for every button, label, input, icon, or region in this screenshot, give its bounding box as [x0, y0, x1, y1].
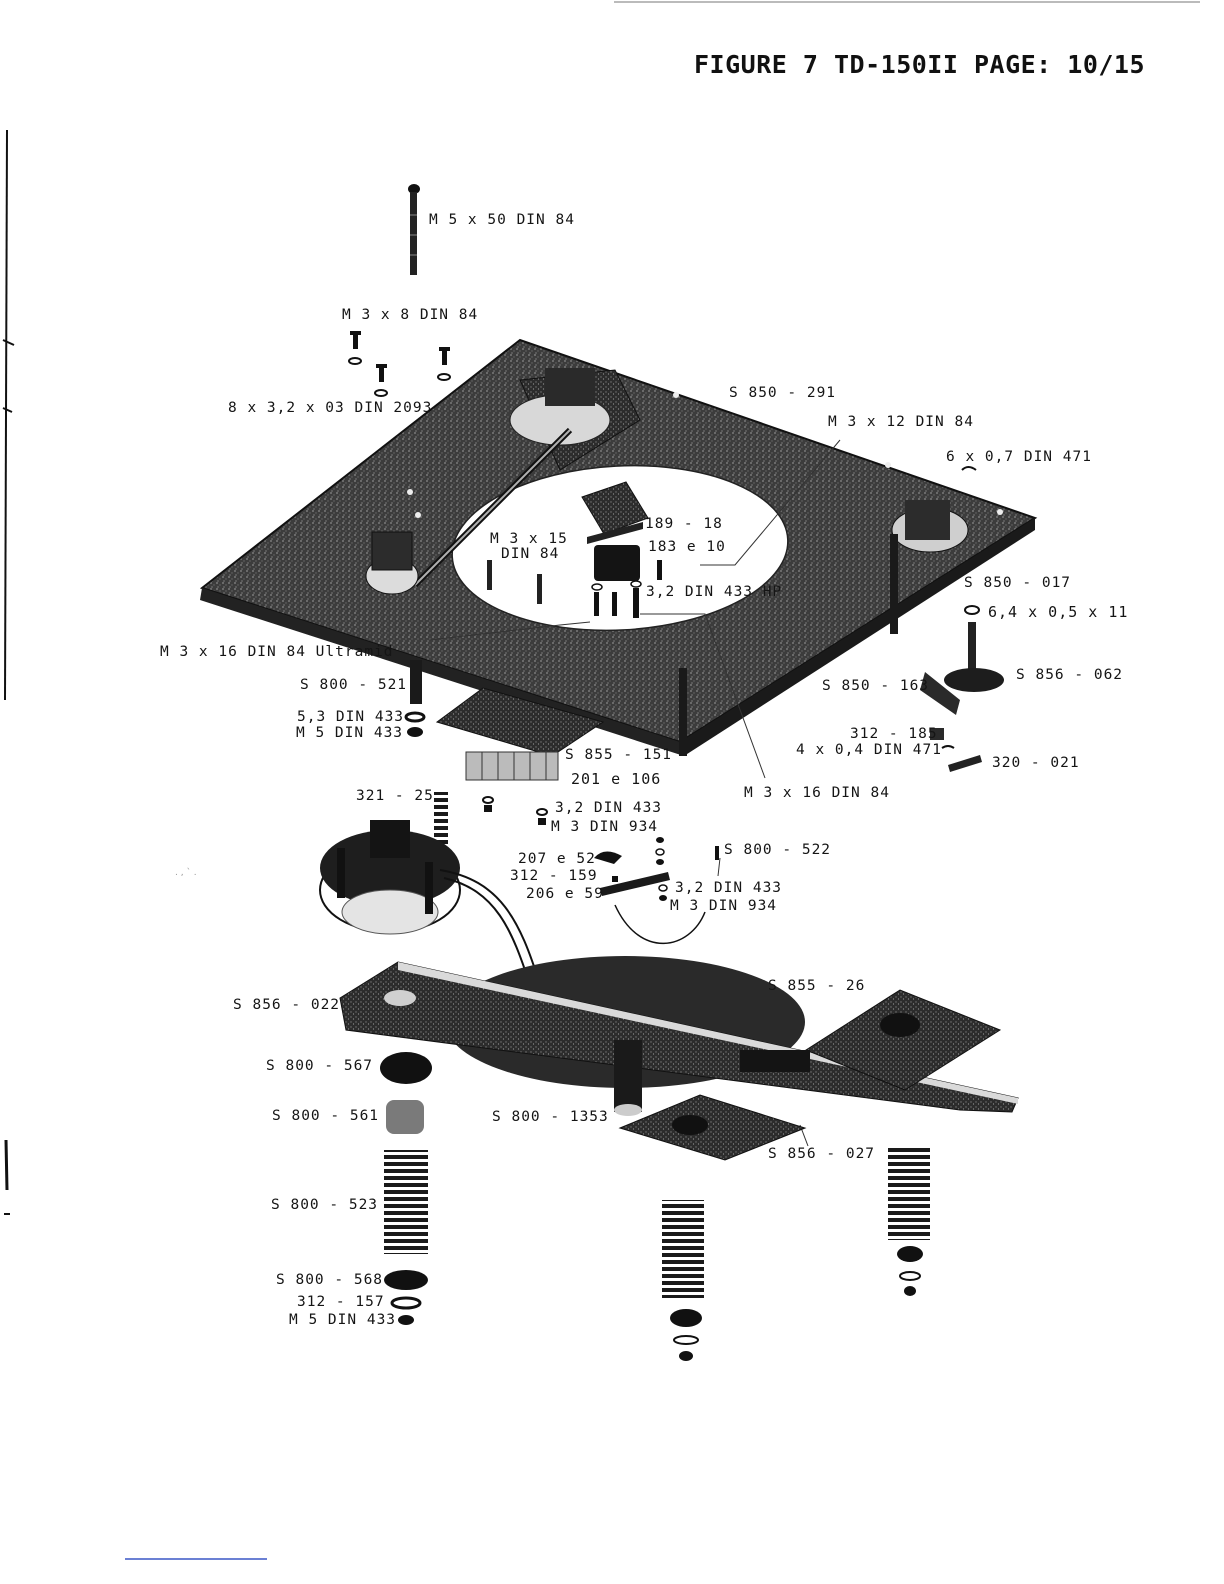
foot-stack-left — [380, 1052, 432, 1325]
label-m3din934-b: M 3 DIN 934 — [670, 898, 778, 914]
label-din433-32a: 3,2 DIN 433 — [555, 800, 663, 816]
label-320-021: 320 - 021 — [992, 755, 1080, 771]
label-s850-291: S 850 - 291 — [729, 385, 837, 401]
label-s800-561: S 800 - 561 — [272, 1108, 380, 1124]
label-s800-1353: S 800 - 1353 — [492, 1109, 609, 1125]
label-m3x12: M 3 x 12 DIN 84 — [828, 414, 974, 430]
label-m3x8: M 3 x 8 DIN 84 — [342, 307, 479, 323]
foot-stack-right — [888, 1148, 930, 1296]
label-m5din433-b: M 5 DIN 433 — [289, 1312, 397, 1328]
label-321-25: 321 - 25 — [356, 788, 434, 804]
label-s856-027: S 856 - 027 — [768, 1146, 876, 1162]
figure-number: FIGURE 7 — [694, 50, 819, 79]
label-m5x50: M 5 x 50 DIN 84 — [429, 212, 575, 228]
chassis-plate — [199, 338, 1038, 756]
label-m3din934-a: M 3 DIN 934 — [551, 819, 659, 835]
switch-parts — [594, 837, 719, 945]
motor-spring — [434, 792, 448, 844]
label-183-10: 183 e 10 — [648, 539, 726, 555]
label-m3x15: M 3 x 15 — [490, 531, 568, 547]
label-washer-8x32: 8 x 3,2 x 03 DIN 2093 — [228, 400, 433, 416]
label-s800-567: S 800 - 567 — [266, 1058, 374, 1074]
label-din471-4: 4 x 0,4 DIN 471 — [796, 742, 942, 758]
label-washer-64: 6,4 x 0,5 x 11 — [988, 603, 1129, 621]
model-name: TD-150II — [833, 50, 959, 79]
label-s850-017: S 850 - 017 — [964, 575, 1072, 591]
motor-plate — [435, 687, 605, 825]
label-207-52: 207 e 52 — [518, 851, 596, 867]
label-312-157: 312 - 157 — [297, 1294, 385, 1310]
label-din84: DIN 84 — [501, 546, 560, 562]
label-s800-568: S 800 - 568 — [276, 1272, 384, 1288]
foot-stack-middle — [662, 1200, 704, 1361]
label-s800-521: S 800 - 521 — [300, 677, 408, 693]
label-312-185: 312 - 185 — [850, 726, 938, 742]
right-small-parts — [920, 466, 1004, 772]
label-m3x16: M 3 x 16 DIN 84 — [744, 785, 890, 801]
label-din433-32b: 3,2 DIN 433 — [675, 880, 783, 896]
label-s855-151: S 855 - 151 — [565, 747, 673, 763]
page-number: PAGE: 10/15 — [973, 50, 1146, 79]
leader-lines — [429, 439, 841, 1147]
label-201-106: 201 e 106 — [571, 770, 662, 788]
svg-text:. , ` .: . , ` . — [175, 867, 197, 878]
small-screws-m3x8 — [348, 331, 451, 397]
label-206-59: 206 e 59 — [526, 886, 604, 902]
figure-header: FIGURE 7 TD-150II PAGE: 10/15 — [694, 50, 1145, 79]
label-s800-522: S 800 - 522 — [724, 842, 832, 858]
label-s800-523: S 800 - 523 — [271, 1197, 379, 1213]
scan-edge-marks — [2, 1, 1200, 1560]
label-s856-062: S 856 - 062 — [1016, 667, 1124, 683]
long-screw-m5x50 — [408, 184, 420, 275]
label-din471-6: 6 x 0,7 DIN 471 — [946, 449, 1092, 465]
label-m3x16-ultramid: M 3 x 16 DIN 84 Ultramid — [160, 644, 394, 660]
label-din433-53: 5,3 DIN 433 — [297, 709, 405, 725]
label-s855-26: S 855 - 26 — [768, 978, 866, 994]
label-s850-163: S 850 - 163 — [822, 678, 930, 694]
label-din433hp: 3,2 DIN 433 HP — [646, 584, 783, 600]
label-312-159: 312 - 159 — [510, 868, 598, 884]
label-189-18: 189 - 18 — [645, 516, 723, 532]
motor: . , ` . — [175, 820, 541, 986]
label-m5din433-a: M 5 DIN 433 — [296, 725, 404, 741]
sub-chassis — [339, 956, 1019, 1161]
label-s856-022: S 856 - 022 — [233, 997, 341, 1013]
circle-parts — [487, 481, 662, 618]
left-pin-stack — [404, 660, 426, 737]
